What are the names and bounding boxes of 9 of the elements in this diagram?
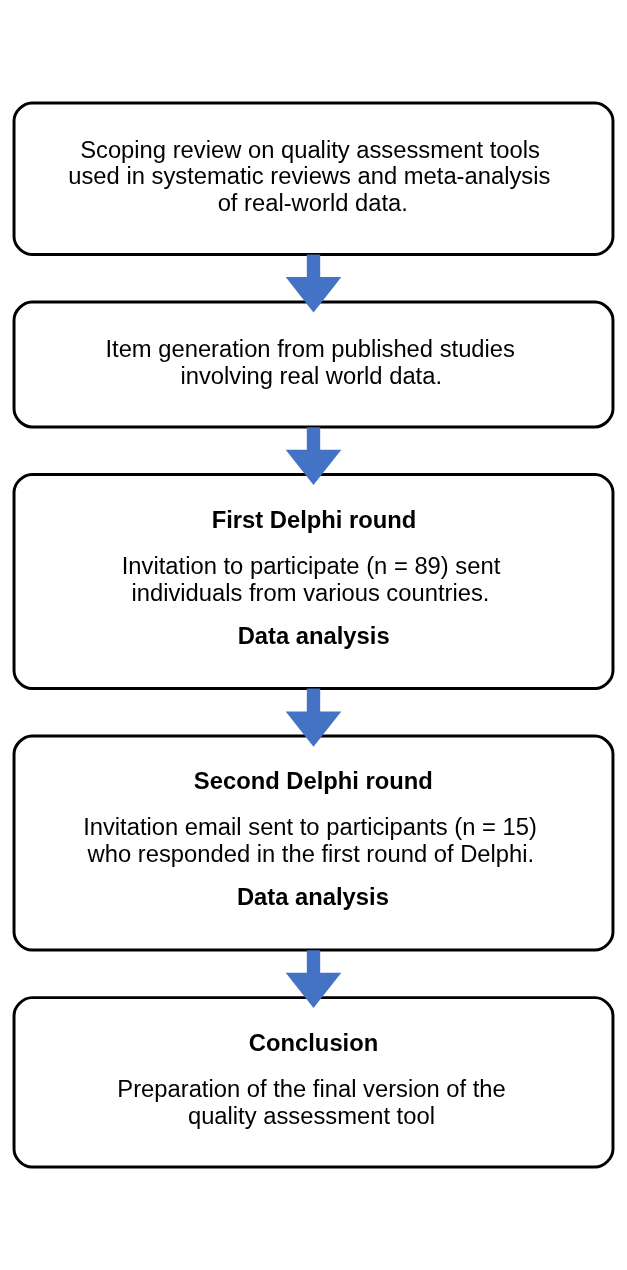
arrow: [285, 688, 342, 747]
node-box: Item generation from published studies involving real world data.: [12, 300, 615, 429]
node-box: Scoping review on quality assessment tools used in systematic reviews and meta-analysis of real-world data.: [12, 101, 615, 257]
node-box: Conclusion Preparation of the final version of the quality assessment tool: [12, 996, 615, 1169]
arrow: [285, 950, 342, 1009]
arrow: [285, 254, 342, 313]
arrow: [285, 427, 342, 486]
node-box: First Delphi round Invitation to participate (n = 89) sent individuals from various countries. Data analysis: [12, 473, 615, 690]
node-box: Second Delphi round Invitation email sent to participants (n = 15) who responded in the first round of Delphi. Data analysis: [12, 734, 615, 952]
